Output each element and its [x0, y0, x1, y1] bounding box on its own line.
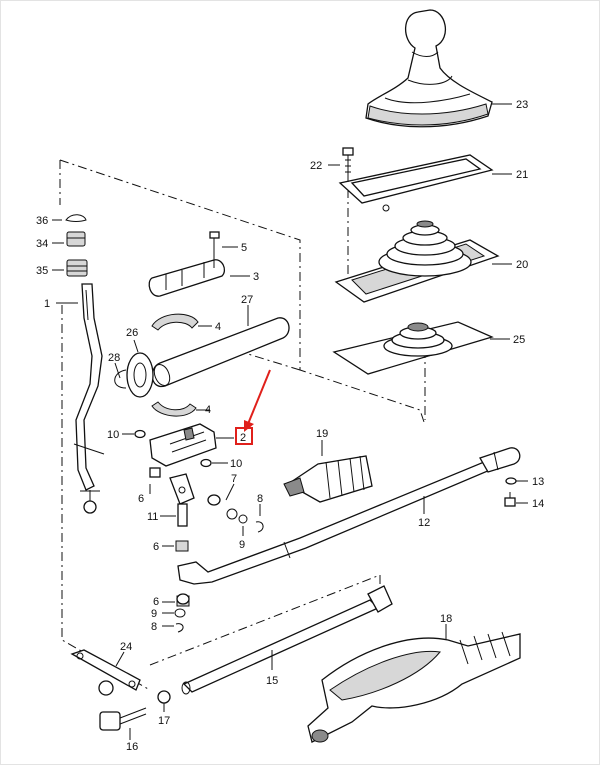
bolt-14	[504, 492, 528, 507]
label-part-24: 24	[120, 641, 132, 653]
label-part-34: 34	[36, 238, 48, 250]
washer-10-lower	[200, 458, 228, 468]
rubber-boot-19	[283, 440, 373, 503]
label-part-35: 35	[36, 265, 48, 277]
label-part-13: 13	[532, 476, 544, 488]
label-part-8-lower: 8	[151, 621, 157, 633]
label-part-9-lower: 9	[151, 608, 157, 620]
nut-6-top	[149, 467, 161, 494]
spring-clip-36	[52, 214, 87, 222]
label-part-19: 19	[316, 428, 328, 440]
label-part-14: 14	[532, 498, 544, 510]
washer-10-upper	[122, 429, 146, 439]
label-part-6-top: 6	[138, 493, 144, 505]
label-part-21: 21	[516, 169, 528, 181]
label-part-22: 22	[310, 160, 322, 172]
circlip-28	[114, 362, 127, 389]
highlight-arrow	[244, 369, 271, 432]
label-part-7: 7	[231, 473, 237, 485]
shift-rod-15	[181, 585, 393, 695]
label-part-23: 23	[516, 99, 528, 111]
boot-plate-25	[332, 321, 510, 375]
highlight-box	[235, 427, 253, 445]
bolt-5	[209, 231, 238, 268]
label-part-5: 5	[241, 242, 247, 254]
pivot-pin-11	[160, 473, 195, 527]
label-part-4-lower: 4	[205, 404, 211, 416]
label-part-26: 26	[126, 327, 138, 339]
bushing-half-4-lower	[151, 401, 210, 417]
label-part-1: 1	[44, 298, 50, 310]
shift-lever-1	[56, 283, 105, 514]
shift-boot-23	[365, 9, 512, 128]
label-part-8-upper: 8	[257, 493, 263, 505]
label-part-2: 2	[240, 432, 246, 444]
label-part-20: 20	[516, 259, 528, 271]
label-part-28: 28	[108, 352, 120, 364]
gasket-frame-21	[338, 154, 512, 212]
nut-17	[157, 690, 171, 712]
label-part-15: 15	[266, 675, 278, 687]
label-part-16: 16	[126, 741, 138, 753]
cap-34	[52, 231, 86, 247]
rubber-boot-20	[334, 220, 512, 303]
screw-22	[328, 147, 354, 182]
ring-26	[126, 339, 154, 398]
label-part-6-middle: 6	[153, 541, 159, 553]
label-part-17: 17	[158, 715, 170, 727]
label-part-10-upper: 10	[107, 429, 119, 441]
ball-socket-16	[99, 707, 147, 740]
label-part-25: 25	[513, 334, 525, 346]
label-part-18: 18	[440, 613, 452, 625]
label-part-10-lower: 10	[230, 458, 242, 470]
shift-housing-18	[307, 624, 521, 743]
washer-9-lower	[162, 608, 186, 618]
washer-9-upper	[226, 508, 248, 536]
label-part-11: 11	[147, 511, 158, 523]
circlip-8-lower	[162, 623, 184, 633]
bearing-bracket-3	[148, 259, 250, 297]
bush-7-upper	[207, 483, 235, 506]
label-part-6-lower: 6	[153, 596, 159, 608]
label-part-9-upper: 9	[239, 539, 245, 551]
bushing-half-4-upper	[151, 313, 212, 331]
label-part-4-upper: 4	[215, 321, 221, 333]
selector-housing-2	[149, 423, 234, 467]
label-part-36: 36	[36, 215, 48, 227]
nut-13	[505, 477, 528, 485]
bracket-24	[70, 649, 141, 696]
nut-6-middle	[162, 540, 189, 552]
label-part-12: 12	[418, 517, 430, 529]
bush-7-lower	[176, 593, 190, 605]
shift-rod-12	[177, 447, 521, 585]
circlip-8-upper	[255, 504, 264, 533]
label-part-3: 3	[253, 271, 259, 283]
bushing-35	[52, 259, 88, 277]
label-part-27: 27	[241, 294, 253, 306]
